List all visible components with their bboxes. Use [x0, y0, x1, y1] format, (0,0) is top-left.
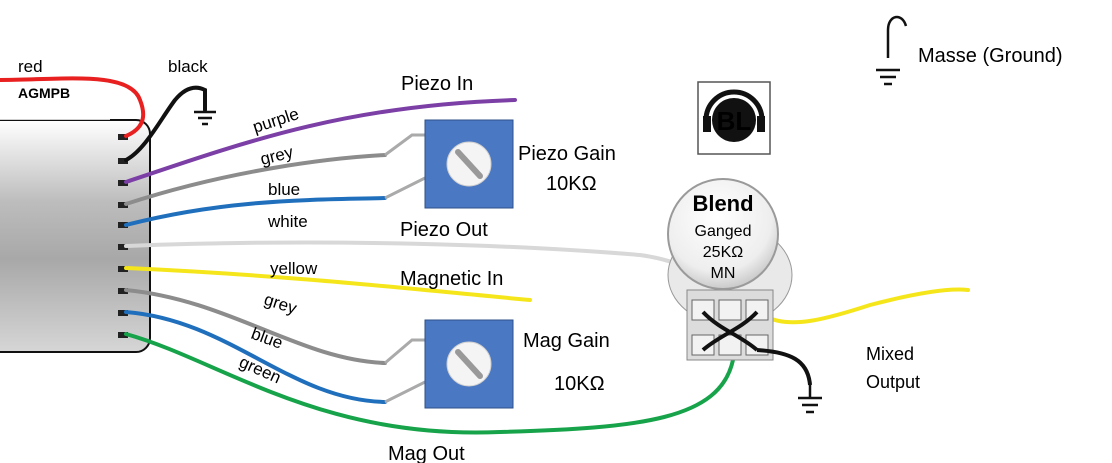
label-mixed-output-1: Mixed: [866, 344, 914, 364]
preamp-top-fade: [0, 60, 110, 120]
blend-line-2: 25KΩ: [703, 244, 743, 261]
legend-ground-label: Masse (Ground): [918, 45, 1063, 67]
blend-knob: [667, 178, 779, 290]
label-magnetic-in: Magnetic In: [400, 268, 503, 290]
grey-wire-piezo: [124, 153, 387, 206]
blue-wire-piezo: [124, 196, 387, 227]
svg-text:BL: BL: [717, 106, 752, 136]
ground-symbol-blend: [798, 385, 822, 414]
ground-symbol-black: [194, 110, 216, 126]
wire-label-white: white: [267, 212, 308, 231]
wire-label-yellow: yellow: [270, 259, 318, 278]
wire-label-grey-2: grey: [262, 290, 300, 318]
label-mag-gain-name: Mag Gain: [523, 330, 610, 352]
piezo-gain-pot: [384, 119, 514, 209]
blend-title: Blend: [692, 191, 753, 216]
blend-line-1: Ganged: [695, 223, 752, 240]
label-mixed-output-2: Output: [866, 372, 920, 392]
preamp-pins: [118, 134, 128, 338]
yellow-wire-magnetic: [124, 266, 532, 302]
green-wire: [124, 332, 735, 435]
yellow-wire-output: [763, 287, 970, 325]
black-wire: [124, 85, 207, 162]
label-piezo-in: Piezo In: [401, 73, 473, 95]
preamp-box: [0, 119, 151, 353]
bl-logo: BL: [697, 81, 771, 155]
blend-line-3: MN: [711, 265, 736, 282]
wire-label-black: black: [168, 57, 208, 76]
blue-wire-mag: [124, 310, 387, 404]
grey-wire-mag: [124, 288, 387, 365]
mag-gain-pot: [384, 319, 514, 409]
purple-wire: [124, 98, 517, 184]
label-piezo-gain-value: 10KΩ: [546, 173, 597, 195]
red-wire: [0, 76, 146, 138]
label-mag-out: Mag Out: [388, 443, 465, 463]
wire-label-red: red: [18, 57, 43, 76]
wire-label-blue-2: blue: [249, 324, 286, 353]
label-piezo-gain-name: Piezo Gain: [518, 143, 616, 165]
wire-label-blue-1: blue: [268, 180, 300, 199]
label-piezo-out: Piezo Out: [400, 219, 488, 241]
label-mag-gain-value: 10KΩ: [554, 373, 605, 395]
preamp-name: AGMPB: [18, 85, 70, 101]
ground-legend-icon: [876, 15, 908, 86]
